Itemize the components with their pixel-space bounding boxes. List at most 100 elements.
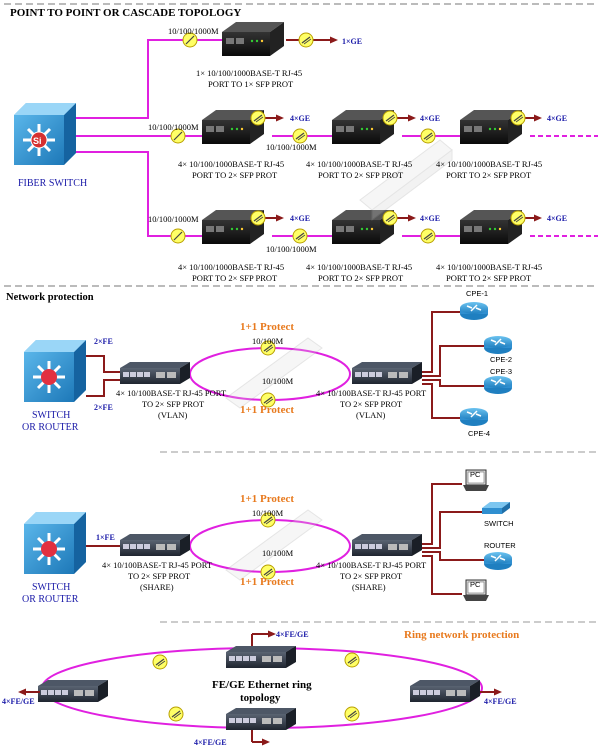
pc-label-top: PC <box>470 470 481 479</box>
device-vlan-left-line1: 4× 10/100BASE-T RJ-45 PORT <box>116 388 227 398</box>
cpe-3-label: CPE-3 <box>490 367 512 376</box>
protect-label-bottom-share: 1+1 Protect <box>240 576 294 588</box>
switch-4port-ring-left <box>38 680 108 702</box>
ge-label-r1c1: 4×GE <box>290 114 310 123</box>
device-r2c2-line1: 4× 10/100/1000BASE-T RJ-45 <box>306 262 412 272</box>
section-title-protection: Network protection <box>6 292 94 303</box>
ge-label-r1c3: 4×GE <box>547 114 567 123</box>
switch-label: SWITCH <box>484 519 514 528</box>
speed-label-vlan-top: 10/100M <box>252 336 284 346</box>
ring-label-line2: topology <box>240 692 281 704</box>
switch-4port-vlan-left <box>120 362 190 384</box>
protect-label-bottom-vlan: 1+1 Protect <box>240 404 294 416</box>
cpe-1-label: CPE-1 <box>466 289 488 298</box>
device-share-right-line3: (SHARE) <box>352 582 386 592</box>
router-icon <box>459 407 489 427</box>
ge-label-r1c2: 4×GE <box>420 114 440 123</box>
device-r2c1-line2: PORT TO 2× SFP PROT <box>192 273 278 283</box>
speed-label-top: 10/100/1000M <box>168 26 219 36</box>
router-icon <box>483 375 513 395</box>
router-label: ROUTER <box>484 541 516 550</box>
device-vlan-left-line2: TO 2× SFP PROT <box>142 399 205 409</box>
switch-4port-vlan-right <box>352 362 422 384</box>
sfp-icon <box>168 706 184 722</box>
switch-router-share-label1: SWITCH <box>32 582 70 593</box>
device-r1c1-line2: PORT TO 2× SFP PROT <box>192 170 278 180</box>
switch-router-vlan <box>24 340 86 402</box>
ge-label-r2c1: 4×GE <box>290 214 310 223</box>
device-vlan-right-line1: 4× 10/100BASE-T RJ-45 PORT <box>316 388 427 398</box>
switch-4port-share-right <box>352 534 422 556</box>
device-r2c3-line1: 4× 10/100/1000BASE-T RJ-45 <box>436 262 542 272</box>
sfp-icon <box>298 32 314 48</box>
switch-4port-ring-bottom <box>226 708 296 730</box>
device-r2c3-line2: PORT TO 2× SFP PROT <box>446 273 532 283</box>
media-converter-top <box>222 22 284 56</box>
sfp-icon <box>382 110 398 126</box>
fege-label-left: 4×FE/GE <box>2 697 35 706</box>
sfp-watermark-vlan <box>225 337 323 409</box>
speed-label-share-top: 10/100M <box>252 508 284 518</box>
sfp-icon <box>382 210 398 226</box>
speed-label-r2: 10/100/1000M <box>148 214 199 224</box>
router-icon <box>483 335 513 355</box>
speed-label-share-bottom: 10/100M <box>262 548 294 558</box>
sfp-icon <box>250 210 266 226</box>
sfp-icon <box>344 706 360 722</box>
device-share-right-line1: 4× 10/100BASE-T RJ-45 PORT <box>316 560 427 570</box>
device-top-line1: 1× 10/100/1000BASE-T RJ-45 <box>196 68 302 78</box>
fe-label-bottom: 2×FE <box>94 403 113 412</box>
ge-label-r2c2: 4×GE <box>420 214 440 223</box>
switch-icon <box>482 502 510 514</box>
device-r1c3-line2: PORT TO 2× SFP PROT <box>446 170 532 180</box>
cpe-2-label: CPE-2 <box>490 355 512 364</box>
section-title-topology: POINT TO POINT OR CASCADE TOPOLOGY <box>10 7 241 19</box>
cpe-4-label: CPE-4 <box>468 429 490 438</box>
pc-label-bottom: PC <box>470 580 481 589</box>
device-r2c2-line2: PORT TO 2× SFP PROT <box>318 273 404 283</box>
fiber-switch-label: FIBER SWITCH <box>18 178 87 189</box>
copper-links-vlan <box>86 355 120 397</box>
ring-arrows <box>26 633 494 743</box>
sfp-watermark-share <box>225 509 323 581</box>
copper-links-share-right <box>422 483 484 595</box>
section-title-ring: Ring network protection <box>404 629 519 641</box>
sfp-icon <box>292 128 308 144</box>
sfp-module-watermark <box>359 139 453 221</box>
fege-label-top: 4×FE/GE <box>276 630 309 639</box>
switch-router-label1: SWITCH <box>32 410 70 421</box>
device-share-left-line3: (SHARE) <box>140 582 174 592</box>
protect-label-top-vlan: 1+1 Protect <box>240 321 294 333</box>
sfp-icon <box>510 110 526 126</box>
device-r1c3-line1: 4× 10/100/1000BASE-T RJ-45 <box>436 159 542 169</box>
device-share-left-line1: 4× 10/100BASE-T RJ-45 PORT <box>102 560 213 570</box>
sfp-icon <box>510 210 526 226</box>
fege-label-bottom: 4×FE/GE <box>194 738 227 747</box>
ring-label-line1: FE/GE Ethernet ring <box>212 679 312 691</box>
fege-label-right: 4×FE/GE <box>484 697 517 706</box>
device-top-line2: PORT TO 1× SFP PROT <box>208 79 294 89</box>
sfp-icon <box>292 228 308 244</box>
device-r1c2-line2: PORT TO 2× SFP PROT <box>318 170 404 180</box>
sfp-icon <box>420 228 436 244</box>
sfp-icon <box>420 128 436 144</box>
device-share-left-line2: TO 2× SFP PROT <box>128 571 191 581</box>
speed-label-r1-link: 10/100/1000M <box>266 142 317 152</box>
switch-4port-ring-right <box>410 680 480 702</box>
switch-badge: Si <box>33 136 42 146</box>
protect-label-top-share: 1+1 Protect <box>240 493 294 505</box>
fiber-switch: Si <box>14 103 76 165</box>
device-vlan-right-line3: (VLAN) <box>356 410 385 420</box>
switch-router-share-label2: OR ROUTER <box>22 594 79 605</box>
sfp-icon <box>344 652 360 668</box>
speed-label-vlan-bottom: 10/100M <box>262 376 294 386</box>
switch-4port-ring-top <box>226 646 296 668</box>
device-vlan-right-line2: TO 2× SFP PROT <box>340 399 403 409</box>
copper-links-cpe <box>422 311 484 419</box>
speed-label-r2-link: 10/100/1000M <box>266 244 317 254</box>
ge-label-r2c3: 4×GE <box>547 214 567 223</box>
rj45-icon <box>170 228 186 244</box>
router-icon <box>483 551 513 571</box>
device-r1c2-line1: 4× 10/100/1000BASE-T RJ-45 <box>306 159 412 169</box>
